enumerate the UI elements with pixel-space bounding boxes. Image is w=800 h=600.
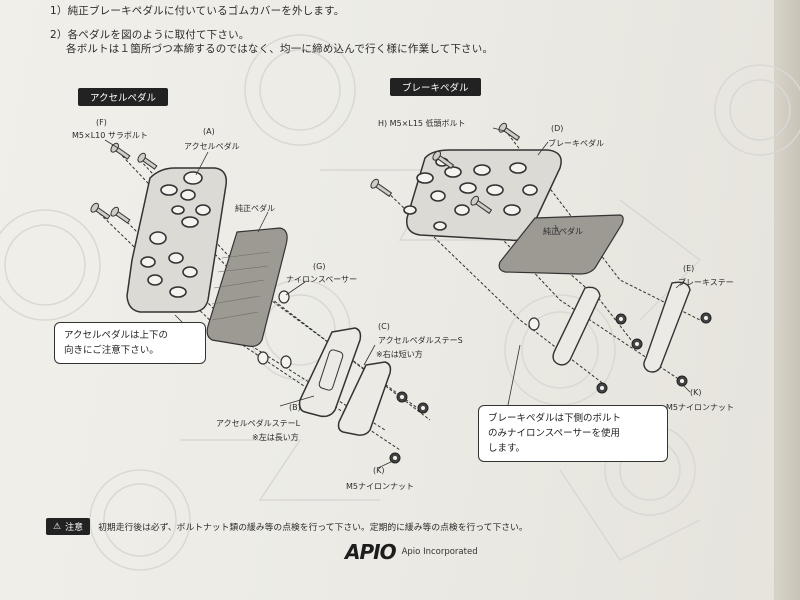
brake-pedal-drawing — [403, 149, 562, 242]
part-d-code: (D) — [551, 124, 564, 133]
part-b-code: (B) — [289, 403, 301, 412]
brake-spacer-callout: ブレーキペダルは下側のボルト のみナイロンスペーサーを使用 します。 — [478, 405, 668, 462]
brake-callout-line-2: のみナイロンスペーサーを使用 — [488, 428, 620, 439]
part-k1-name: M5ナイロンナット — [346, 482, 414, 491]
warning-triangle-icon: ⚠ — [53, 521, 62, 532]
part-f-name: M5×L10 サラボルト — [72, 131, 148, 140]
nut-holes — [393, 316, 708, 460]
brake-oem-label: 純正ペダル — [543, 227, 583, 236]
brake-oem-pedal-drawing — [498, 214, 624, 275]
part-h-name: H) M5×L15 低頭ボルト — [378, 119, 466, 128]
step-2-text: 2）各ペダルを図のように取付て下さい。 — [50, 29, 250, 41]
part-a-name: アクセルペダル — [184, 142, 240, 151]
part-f-code: (F) — [96, 118, 107, 127]
sheet-edge — [774, 0, 800, 600]
part-e-code: (E) — [683, 264, 695, 273]
step-2-note-text: 各ボルトは１箇所づつ本締するのではなく、均一に締め込んで行く様に作業して下さい。 — [66, 43, 494, 55]
company-name: Apio Incorporated — [401, 547, 478, 557]
leader-lines — [104, 127, 691, 469]
part-e-name: ブレーキステー — [678, 278, 734, 287]
brake-section-header: ブレーキペダル — [390, 78, 481, 96]
part-d-name: ブレーキペダル — [548, 139, 604, 148]
warning-row: ⚠ 注意 初期走行後は必ず、ボルトナット類の緩み等の点検を行って下さい。定期的に… — [46, 518, 528, 535]
brand-logo: APIO Apio Incorporated — [345, 540, 478, 564]
accel-pedal-drawing — [126, 167, 228, 313]
part-k1-code: (K) — [373, 466, 385, 475]
apio-logo-mark: APIO — [345, 540, 397, 564]
nut-set — [389, 312, 712, 464]
stay-l-drawing — [298, 327, 362, 418]
part-g-name: ナイロンスペーサー — [286, 275, 358, 284]
part-k2-code: (K) — [690, 388, 702, 397]
warning-badge-label: 注意 — [65, 523, 84, 533]
accel-orientation-callout: アクセルペダルは上下の 向きにご注意下さい。 — [54, 322, 206, 364]
warning-text: 初期走行後は必ず、ボルトナット類の緩み等の点検を行って下さい。定期的に緩み等の点… — [98, 523, 528, 533]
part-k2-name: M5ナイロンナット — [666, 403, 734, 412]
accel-oem-pedal-drawing — [206, 227, 288, 347]
part-g-code: (G) — [313, 262, 326, 271]
brake-callout-line-1: ブレーキペダルは下側のボルト — [488, 413, 622, 424]
stay-s-drawing — [337, 361, 392, 436]
part-a-code: (A) — [203, 127, 215, 136]
brake-stay-right-drawing — [643, 281, 691, 373]
part-c-name: アクセルペダルステーS — [378, 336, 463, 345]
part-b-note: ※左は長い方 — [252, 433, 299, 442]
warning-badge: ⚠ 注意 — [46, 518, 91, 535]
part-c-note: ※右は短い方 — [376, 350, 423, 359]
brake-stay-left-drawing — [552, 286, 601, 366]
brake-callout-line-3: します。 — [488, 443, 526, 454]
bolt-set — [90, 122, 521, 224]
spacer-set — [257, 290, 540, 369]
part-c-code: (C) — [378, 322, 390, 331]
accel-oem-label: 純正ペダル — [235, 204, 275, 213]
accel-section-header: アクセルペダル — [78, 88, 169, 106]
accel-oem-pedal-texture — [211, 251, 271, 321]
step-1-text: 1）純正ブレーキペダルに付いているゴムカバーを外します。 — [50, 5, 345, 17]
accel-callout-line-1: アクセルペダルは上下の — [64, 330, 169, 341]
part-b-name: アクセルペダルステーL — [216, 419, 301, 428]
accel-callout-line-2: 向きにご注意下さい。 — [64, 345, 159, 356]
